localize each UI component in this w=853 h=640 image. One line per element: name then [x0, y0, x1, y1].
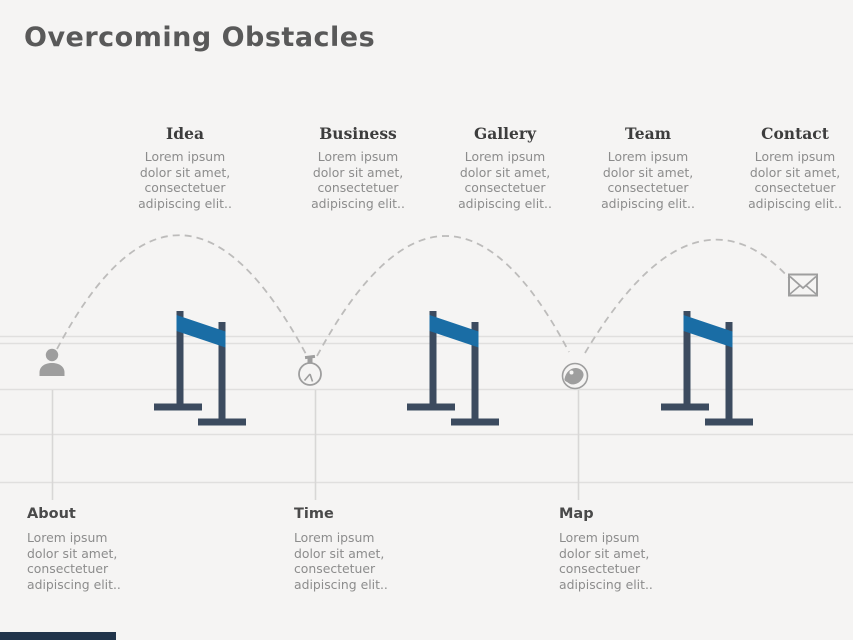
connector-lines	[51, 390, 580, 500]
dashed-arc-2	[316, 235, 570, 357]
globe-icon	[561, 362, 589, 390]
top-section-business: Business Lorem ipsum dolor sit amet, con…	[302, 124, 414, 211]
section-body: Lorem ipsum dolor sit amet, consectetuer…	[27, 530, 121, 592]
stopwatch-icon	[298, 354, 322, 386]
slide-title: Overcoming Obstacles	[24, 22, 376, 53]
section-heading: Team	[624, 124, 672, 143]
top-section-gallery: Gallery Lorem ipsum dolor sit amet, cons…	[449, 124, 561, 211]
section-body: Lorem ipsum dolor sit amet, consectetuer…	[311, 149, 405, 211]
top-section-idea: Idea Lorem ipsum dolor sit amet, consect…	[129, 124, 241, 211]
dashed-arc-3	[584, 238, 792, 354]
dashed-arc-1	[56, 234, 308, 357]
top-section-contact: Contact Lorem ipsum dolor sit amet, cons…	[739, 124, 851, 211]
section-body: Lorem ipsum dolor sit amet, consectetuer…	[138, 149, 232, 211]
footer-accent-bar	[0, 632, 116, 640]
section-heading: Gallery	[473, 124, 537, 143]
section-heading: About	[27, 506, 76, 522]
bottom-section-about: About Lorem ipsum dolor sit amet, consec…	[27, 506, 159, 592]
section-heading: Idea	[166, 124, 204, 143]
section-body: Lorem ipsum dolor sit amet, consectetuer…	[294, 530, 388, 592]
section-heading: Business	[319, 124, 397, 143]
hurdle-3	[661, 311, 753, 426]
envelope-icon	[788, 273, 818, 297]
bottom-section-time: Time Lorem ipsum dolor sit amet, consect…	[294, 506, 426, 592]
section-body: Lorem ipsum dolor sit amet, consectetuer…	[559, 530, 653, 592]
hurdle-1	[154, 311, 246, 426]
jump-arcs	[56, 234, 792, 357]
person-icon	[39, 348, 65, 376]
section-heading: Map	[559, 506, 594, 522]
top-section-team: Team Lorem ipsum dolor sit amet, consect…	[592, 124, 704, 211]
section-heading: Contact	[761, 124, 829, 143]
section-body: Lorem ipsum dolor sit amet, consectetuer…	[601, 149, 695, 211]
hurdle-2	[407, 311, 499, 426]
section-heading: Time	[294, 506, 334, 522]
section-body: Lorem ipsum dolor sit amet, consectetuer…	[458, 149, 552, 211]
bottom-section-map: Map Lorem ipsum dolor sit amet, consecte…	[559, 506, 691, 592]
section-body: Lorem ipsum dolor sit amet, consectetuer…	[748, 149, 842, 211]
